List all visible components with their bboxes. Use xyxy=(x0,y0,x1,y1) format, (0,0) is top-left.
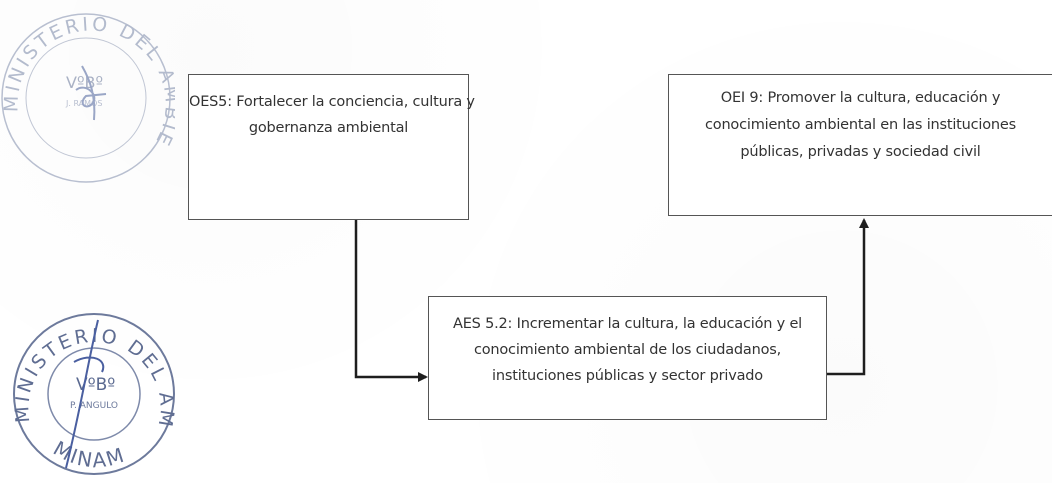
top-stamp-signature xyxy=(75,65,107,121)
aes52-line-2: conocimiento ambiental de los ciudadanos… xyxy=(473,342,782,358)
oei9-line-2: conocimiento ambiental en las institucio… xyxy=(705,117,1016,133)
top-stamp-seal: MINISTERIO DEL AMBIENTE VºBº J. RAMOS xyxy=(0,0,175,183)
bottom-stamp-ring-text: MINISTERIO DEL AMBIENTE xyxy=(4,302,178,431)
oei9-objective-box: OEI 9: Promover la cultura, educación y … xyxy=(668,74,1052,216)
aes52-action-box: AES 5.2: Incrementar la cultura, la educ… xyxy=(428,296,827,420)
aes52-line-3: instituciones públicas y sector privado xyxy=(492,368,763,384)
oei9-line-3: públicas, privadas y sociedad civil xyxy=(740,144,981,160)
bottom-stamp-center-sub: P. ANGULO xyxy=(70,401,118,411)
bottom-stamp-seal: MINISTERIO DEL AMBIENTE MINAM VºBº P. AN… xyxy=(4,302,178,475)
bottom-stamp-signature xyxy=(65,319,105,469)
oes5-line-2: gobernanza ambiental xyxy=(248,120,409,136)
oei9-line-1: OEI 9: Promover la cultura, educación y xyxy=(720,90,1001,106)
aes52-line-1: AES 5.2: Incrementar la cultura, la educ… xyxy=(453,316,802,332)
oes5-objective-box: OES5: Fortalecer la conciencia, cultura … xyxy=(188,74,475,220)
oes5-line-1: OES5: Fortalecer la conciencia, cultura … xyxy=(189,94,475,110)
top-stamp-center-text: VºBº xyxy=(66,73,103,92)
